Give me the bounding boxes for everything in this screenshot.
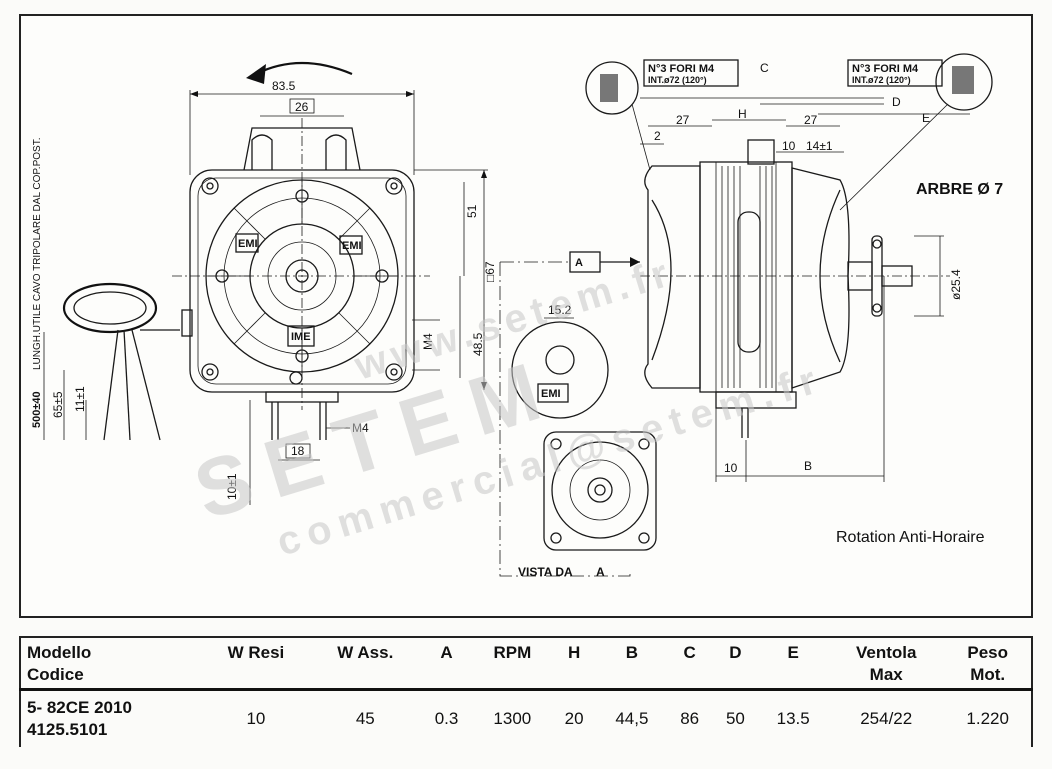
dim-27-right: 27 [804,113,818,127]
vista-label: VISTA DA [518,565,573,579]
col-wresi: W Resi [227,643,285,662]
cell-e: 13.5 [776,709,810,728]
dim-51: 51 [465,204,479,218]
vista-a-label: A [596,565,605,579]
dim-18: 18 [291,444,305,458]
col-b: B [625,643,639,662]
rotation-arrow-icon [255,61,353,76]
dim-dia-25-4: ø25.4 [949,269,963,300]
dim-b: B [804,459,812,473]
dim-10-bottom: 10 [724,461,738,475]
dim-26: 26 [295,100,309,114]
front-view: 83.5 26 [31,61,497,505]
dim-15-2: 15.2 [548,303,572,317]
dim-cable-length: 500±40 [31,391,43,428]
col-h: H [567,643,581,662]
cell-wresi: 10 [246,709,266,728]
col-wass: W Ass. [337,643,394,662]
dim-e: E [922,111,930,125]
int-right-label: INT.ø72 (120°) [852,75,911,85]
emi-label-detail: EMI [541,388,561,400]
dim-10-pm-1: 10±1 [225,473,239,500]
dim-d: D [892,95,901,109]
dim-h: H [738,107,747,121]
dim-10-top: 10 [782,139,796,153]
holes-right-label: N°3 FORI M4 [852,63,919,75]
arbre-label: ARBRE Ø 7 [916,181,1003,198]
cell-d: 50 [725,709,745,728]
technical-drawing: 83.5 26 [31,53,1003,579]
holes-left-label: N°3 FORI M4 [648,63,715,75]
cell-h: 20 [564,709,584,728]
side-view: N°3 FORI M4 INT.ø72 (120°) N°3 FORI M4 I… [499,53,993,579]
col-a: A [440,643,453,662]
dim-27-left: 27 [676,113,690,127]
col-rpm: RPM [493,643,532,662]
dim-48-5: 48.5 [471,332,485,356]
cable-note: LUNGH.UTILE CAVO TRIPOLARE DAL COP.POST. [32,138,43,370]
dim-2: 2 [654,129,661,143]
dim-c: C [760,61,769,75]
cell-wass: 45 [355,709,375,728]
dim-m4-bottom: M4 [352,421,369,435]
int-left-label: INT.ø72 (120°) [648,75,707,85]
rotation-label: Rotation Anti-Horaire [836,529,985,546]
col-d: D [729,643,742,662]
emi-label-left: EMI [238,238,258,250]
cell-peso: 1.220 [966,709,1009,728]
cell-a: 0.3 [434,709,459,728]
drawing-frame [19,14,1033,618]
dim-83-5: 83.5 [272,79,296,93]
dim-65-pm-5: 65±5 [51,391,65,418]
dim-sq67: □67 [483,261,497,282]
ime-label: IME [291,331,311,343]
cell-rpm: 1300 [493,709,532,728]
cell-ventola: 254/22 [860,709,913,728]
col-e: E [787,643,799,662]
emi-label-right: EMI [342,240,362,252]
dim-14-pm-1: 14±1 [806,139,833,153]
cell-b: 44,5 [615,709,649,728]
cell-c: 86 [680,709,700,728]
dim-11-pm-1: 11±1 [73,386,87,412]
col-c: C [683,643,696,662]
arrow-a-label: A [575,257,583,269]
dim-m4-side: M4 [421,333,435,350]
